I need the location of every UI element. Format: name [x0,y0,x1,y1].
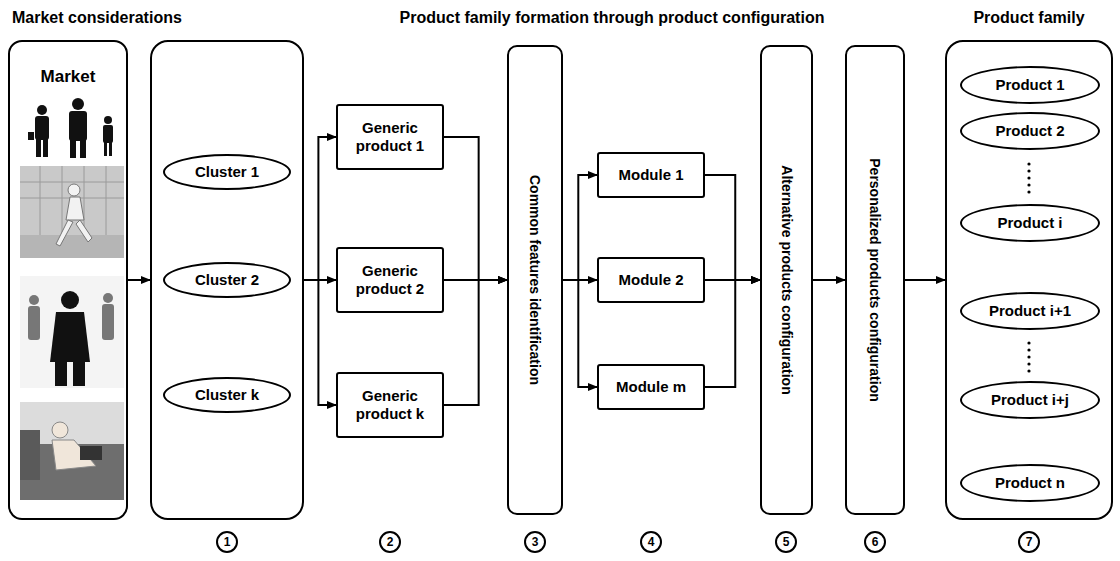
node-text: Common features identification [526,175,544,385]
flow-arrow [705,280,760,387]
callout-number: 2 [379,531,401,553]
node-text: Product n [995,474,1065,492]
section-heading: Market considerations [12,8,182,28]
process-box: Generic product 2 [336,247,444,313]
node-text: Generic product 2 [338,262,442,298]
cluster-oval: Product i+1 [960,292,1100,330]
process-column: Alternative products configuration [760,45,813,515]
process-box: Module 2 [597,257,705,303]
process-box: Module m [597,364,705,410]
flow-arrow [304,137,336,280]
node-text: Product 2 [995,122,1064,140]
cluster-oval: Cluster k [163,377,291,413]
node-text: Module 2 [618,271,683,289]
flow-arrow [444,280,507,405]
market-panel: Market [8,40,128,520]
flow-arrow [813,279,845,281]
stage-column: Product 1 Product 2 Product i Product i+1Pr… [945,40,1113,520]
cluster-oval: Product i [960,204,1100,242]
cluster-oval: Product i+j [960,381,1100,419]
flow-arrow [563,175,597,280]
flow-arrow [444,137,507,280]
process-box: Generic product k [336,372,444,438]
node-text: Generic product k [338,387,442,423]
callout-number: 5 [775,531,797,553]
process-box: Generic product 1 [336,104,444,170]
flow-arrow [705,175,760,280]
node-text: Module 1 [618,166,683,184]
node-text: Alternative products configuration [778,165,796,394]
cluster-oval: Product 2 [960,112,1100,150]
process-column: Personalized products configuration [845,45,905,515]
node-text: Product 1 [995,76,1064,94]
callout-number: 1 [216,531,238,553]
node-text: Module m [616,378,686,396]
cluster-oval: Cluster 1 [163,154,291,190]
node-text: Product i+j [991,391,1069,409]
node-text: Cluster k [195,386,259,404]
flow-arrow [304,280,336,405]
cluster-oval: Product 1 [960,66,1100,104]
process-box: Module 1 [597,152,705,198]
callout-number: 4 [640,531,662,553]
node-text: Product i [997,214,1062,232]
node-text: Cluster 1 [195,163,259,181]
callout-number: 6 [864,531,886,553]
callout-number: 3 [524,531,546,553]
section-heading: Product family [973,8,1084,28]
flow-arrow [905,279,945,281]
node-text: Generic product 1 [338,119,442,155]
flow-arrow [128,279,150,281]
node-text: Cluster 2 [195,271,259,289]
node-text: Personalized products configuration [866,158,884,401]
stage-column: Cluster 1 Cluster 2 Cluster k [150,40,304,520]
process-column: Common features identification [507,45,563,515]
flow-arrow [563,280,597,387]
node-text: Product i+1 [989,302,1071,320]
section-heading: Product family formation through product… [400,8,825,28]
cluster-oval: Product n [960,464,1100,502]
cluster-oval: Cluster 2 [163,262,291,298]
node-text: Market [10,68,126,86]
callout-number: 7 [1018,531,1040,553]
